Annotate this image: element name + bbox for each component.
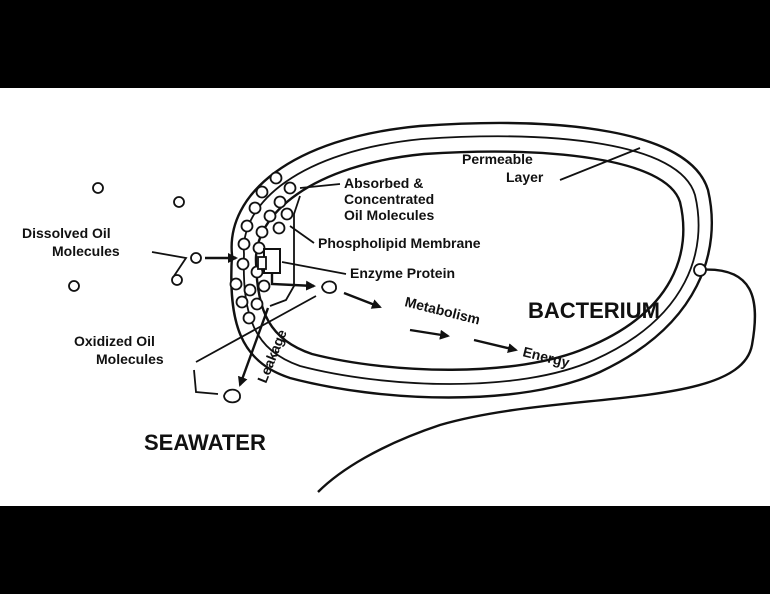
label-oxidized-oil: Oxidized Oil — [74, 333, 155, 349]
oxidized-oil-molecule-inside — [321, 280, 337, 294]
outer-permeable-layer — [230, 121, 714, 399]
diagram-panel — [0, 88, 770, 506]
label-oil-molecules: Oil Molecules — [344, 207, 434, 223]
label-dissolved-oil: Dissolved Oil — [22, 225, 111, 241]
label-enzyme: Enzyme Protein — [350, 265, 455, 281]
oxidized-oil-molecule-outside — [223, 388, 241, 404]
dissolved-oil-molecule — [92, 182, 104, 194]
metabolism-arrow-1 — [343, 291, 382, 309]
enzyme-protein-inner — [257, 256, 267, 270]
label-dissolved-molecules: Molecules — [52, 243, 120, 259]
label-metabolism: Metabolism — [403, 293, 482, 327]
absorbed-leader — [299, 183, 341, 189]
absorbed-oil-molecules — [229, 171, 297, 325]
dissolved-oil-molecule — [68, 280, 80, 292]
metabolism-arrow-3 — [473, 338, 518, 354]
phospholipid-leader — [289, 225, 315, 244]
label-permeable: Permeable — [462, 151, 533, 167]
oxidized-leader — [193, 295, 317, 395]
middle-permeable-layer — [242, 135, 700, 385]
dissolved-oil-molecule — [171, 274, 183, 286]
label-seawater: SEAWATER — [144, 430, 266, 455]
label-layer: Layer — [506, 169, 544, 185]
label-phospholipid: Phospholipid Membrane — [318, 235, 481, 251]
leakage-arrow — [238, 307, 270, 387]
dissolved-oil-molecule — [190, 252, 202, 264]
label-bacterium: BACTERIUM — [528, 298, 660, 323]
metabolism-arrow-2 — [409, 328, 450, 340]
dissolved-leader — [151, 251, 188, 277]
label-absorbed: Absorbed & — [344, 175, 423, 191]
enzyme-leader — [281, 261, 347, 275]
permeable-layer-leader — [559, 147, 641, 181]
label-oxidized-molecules: Molecules — [96, 351, 164, 367]
flagellum — [317, 268, 757, 493]
label-concentrated: Concentrated — [344, 191, 434, 207]
label-energy: Energy — [521, 343, 571, 370]
flagellum-base — [693, 263, 707, 277]
oxidation-arrow — [270, 274, 316, 291]
dissolved-oil-molecule — [173, 196, 185, 208]
phospholipid-membrane — [254, 150, 685, 371]
